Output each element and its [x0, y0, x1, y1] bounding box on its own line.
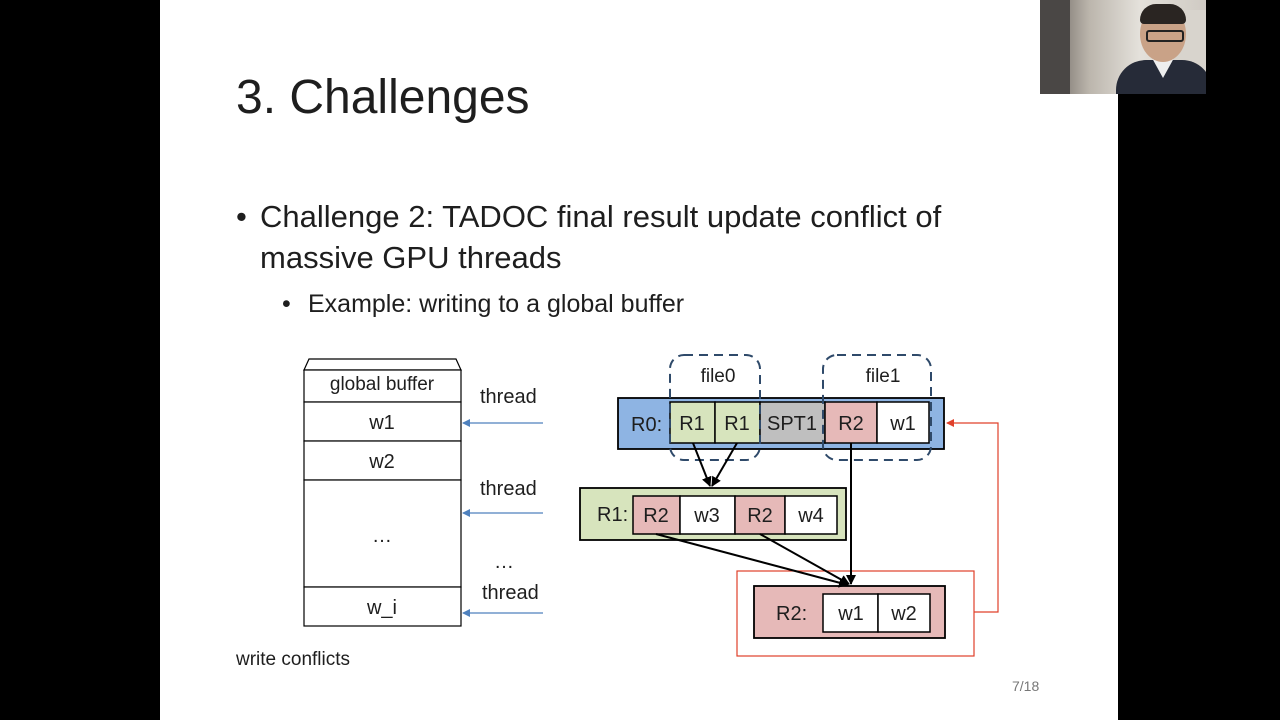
rule-r1-label: R1: — [597, 504, 628, 526]
bullet-dot: • — [282, 290, 291, 318]
bullet-challenge: • Challenge 2: TADOC final result update… — [236, 196, 1056, 278]
buffer-cell: w1 — [368, 412, 395, 434]
thread-dots: … — [494, 551, 514, 573]
rule-cell: R2 — [747, 505, 773, 527]
global-buffer: global buffer w1 w2 … w_i — [303, 358, 462, 627]
rule-cell: w1 — [889, 413, 916, 435]
bullet-example-text: Example: writing to a global buffer — [308, 290, 685, 318]
rule-r2-label: R2: — [776, 603, 807, 625]
thread-label: thread — [480, 478, 537, 500]
arrow-r1-r2 — [759, 533, 850, 585]
rule-cell: w3 — [693, 505, 720, 527]
r2-highlight-frame — [736, 570, 975, 657]
presenter-hair — [1140, 4, 1186, 24]
webcam-background — [1040, 0, 1070, 94]
rule-r2: R2: w1 w2 — [753, 585, 946, 639]
bullet-example: • Example: writing to a global buffer — [236, 288, 1056, 320]
bullet-dot: • — [236, 199, 247, 234]
thread-arrows: thread thread … thread — [462, 386, 543, 617]
rule-r0: R0: R1 R1 SPT1 R2 w1 — [617, 397, 945, 450]
file1-label: file1 — [866, 366, 901, 387]
thread-label: thread — [482, 582, 539, 604]
buffer-cell: w_i — [366, 597, 397, 619]
file0-box — [669, 354, 761, 461]
rule-cell: SPT1 — [767, 413, 817, 435]
file-boxes: file0 file1 — [669, 354, 932, 461]
rule-cell: R2 — [643, 505, 669, 527]
feedback-arrow — [946, 419, 999, 613]
bullet-challenge-text: Challenge 2: TADOC final result update c… — [260, 199, 942, 275]
slide-title: 3. Challenges — [236, 71, 530, 124]
rule-cell: R1 — [679, 413, 705, 435]
rule-r0-label: R0: — [631, 414, 662, 436]
rule-cell: w4 — [797, 505, 824, 527]
rule-r1: R1: R2 w3 R2 w4 — [579, 487, 847, 541]
bullet-list: • Challenge 2: TADOC final result update… — [236, 196, 1056, 320]
rule-cell: R2 — [838, 413, 864, 435]
rule-cell: w2 — [890, 603, 917, 625]
presenter-webcam — [1040, 0, 1206, 94]
buffer-cell: … — [372, 525, 392, 547]
file1-box — [822, 354, 932, 461]
buffer-header: global buffer — [330, 374, 435, 395]
rule-arrows — [655, 442, 856, 588]
thread-label: thread — [480, 386, 537, 408]
arrow-r0-r1 — [692, 442, 712, 487]
rule-cell: R1 — [724, 413, 750, 435]
write-conflicts-caption: write conflicts — [235, 649, 350, 670]
page-number: 7/18 — [1012, 678, 1040, 694]
rule-cell: w1 — [837, 603, 864, 625]
arrow-r1-r2 — [655, 533, 849, 588]
arrow-r0-r1 — [711, 442, 738, 487]
buffer-cell: w2 — [368, 451, 395, 473]
file0-label: file0 — [701, 366, 736, 387]
presenter-glasses — [1146, 30, 1184, 42]
